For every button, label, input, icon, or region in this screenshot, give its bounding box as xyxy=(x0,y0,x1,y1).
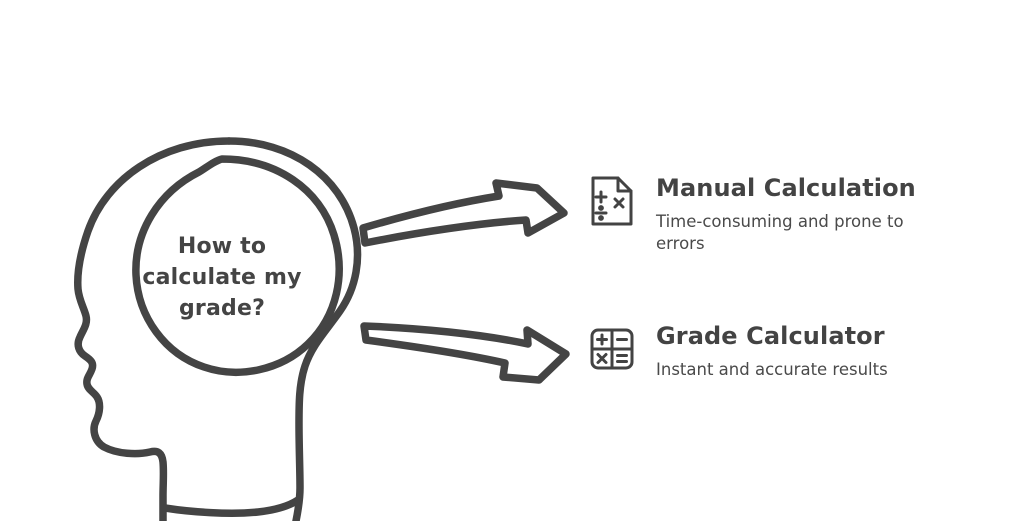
arrow-right-icon-bottom xyxy=(360,322,570,384)
option-grade-calculator: Grade Calculator Instant and accurate re… xyxy=(588,322,888,381)
plus-symbol xyxy=(596,333,608,346)
brain-question-line-2: calculate my xyxy=(142,265,302,290)
equals-symbol xyxy=(616,354,628,363)
option-manual-title: Manual Calculation xyxy=(656,174,916,202)
option-manual-text: Manual Calculation Time-consuming and pr… xyxy=(656,174,928,255)
option-calculator-text: Grade Calculator Instant and accurate re… xyxy=(656,322,888,381)
document-math-icon xyxy=(588,174,636,232)
brain-question-text: How to calculate my grade? xyxy=(108,231,336,324)
neck-base xyxy=(161,496,302,517)
brain-question-line-3: grade? xyxy=(178,296,266,321)
brain-circle xyxy=(132,155,343,376)
head-profile-icon xyxy=(74,137,233,521)
calculator-icon xyxy=(588,322,636,380)
document-fold xyxy=(616,176,633,193)
plus-symbol xyxy=(594,190,608,204)
document-outline xyxy=(591,176,633,226)
option-calculator-title: Grade Calculator xyxy=(656,322,885,350)
arrow-right-icon-top xyxy=(359,179,568,247)
times-symbol xyxy=(613,197,625,209)
head-back-outline xyxy=(225,137,362,521)
option-calculator-description: Instant and accurate results xyxy=(656,360,888,379)
option-manual-description: Time-consuming and prone to errors xyxy=(656,212,904,253)
times-symbol xyxy=(596,353,608,364)
brain-question-line-1: How to xyxy=(177,234,267,259)
option-manual-calculation: Manual Calculation Time-consuming and pr… xyxy=(588,174,928,255)
divide-dot-top xyxy=(598,205,604,211)
divide-dot-bottom xyxy=(598,215,604,221)
